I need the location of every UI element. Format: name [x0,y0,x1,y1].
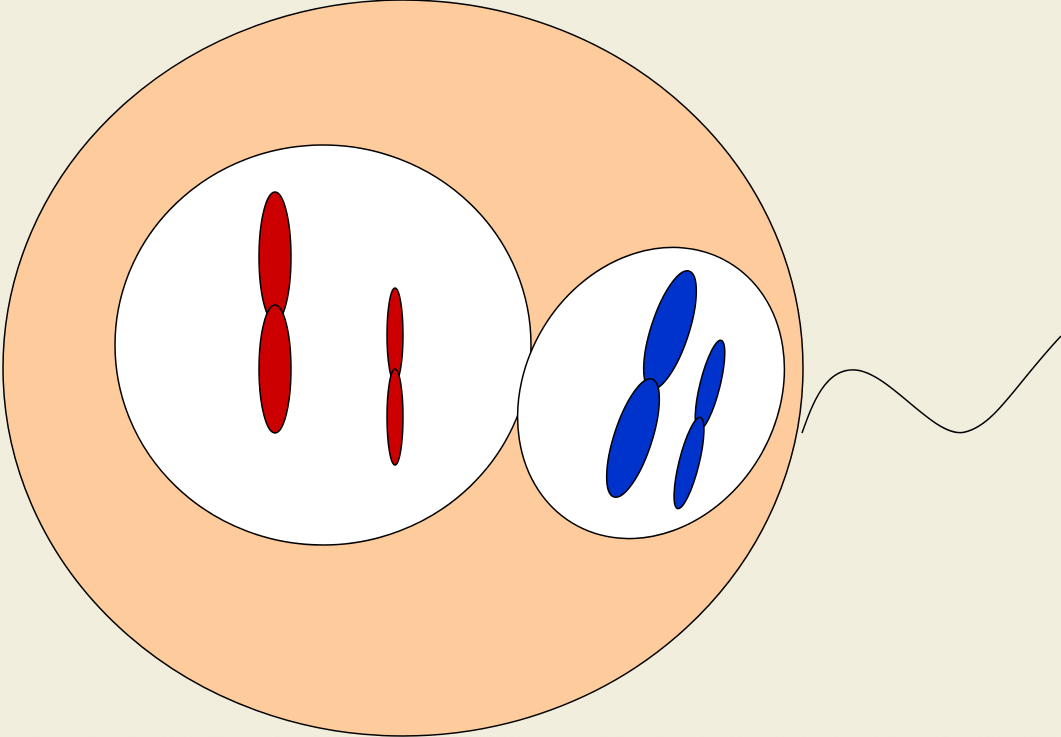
chromatid [259,305,291,433]
chromatid [387,288,403,382]
chromatid [387,369,403,465]
chromatid [259,192,291,322]
egg-nucleus [115,145,531,545]
